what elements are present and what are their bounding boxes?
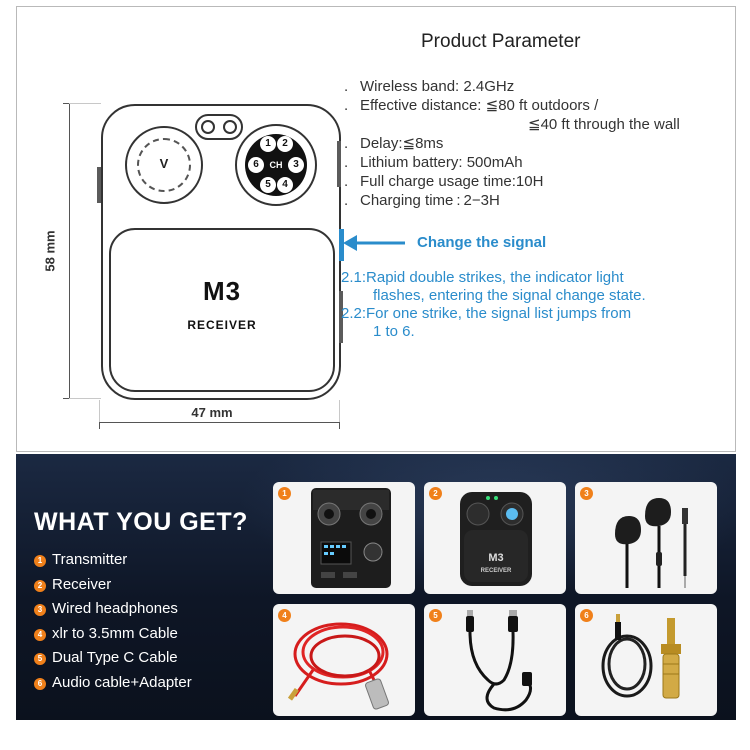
- guide-line: [99, 400, 100, 422]
- tile-badge: 2: [429, 487, 442, 500]
- parameter-item: .Delay:≦8ms: [344, 135, 444, 152]
- guide-line: [69, 398, 101, 399]
- parameter-item: .Lithium battery: 500mAh: [344, 154, 523, 171]
- channel-number: 1: [260, 136, 276, 152]
- tile-audio-adapter: 6: [575, 604, 717, 716]
- receiver-face: M3 RECEIVER: [109, 228, 335, 392]
- signal-steps: 2.1:Rapid double strikes, the indicator …: [341, 269, 646, 341]
- tile-transmitter: 1: [273, 482, 415, 594]
- model-label: M3: [202, 276, 242, 306]
- tile-badge: 6: [580, 609, 593, 622]
- parameter-item: .Charging time : 2−3H: [344, 192, 500, 209]
- width-dimension-label: 47 mm: [172, 405, 252, 420]
- tile-badge: 3: [580, 487, 593, 500]
- transmitter-icon: [311, 488, 391, 588]
- width-dimension-tick: [339, 416, 340, 429]
- channel-number: 4: [277, 177, 293, 193]
- tile-receiver-label: M3: [488, 552, 504, 564]
- model-subtitle: RECEIVER: [187, 318, 257, 332]
- channel-center-label: CH: [269, 160, 283, 170]
- tile-receiver: 2 M3 RECEIVER: [424, 482, 566, 594]
- side-button: [339, 291, 343, 343]
- guide-line: [339, 400, 340, 422]
- package-title: WHAT YOU GET?: [34, 508, 248, 536]
- channel-number: 3: [288, 157, 304, 173]
- receiver-device-drawing: V 1 2 3 4 5 6 CH M3 RECEIVER: [101, 104, 341, 400]
- channel-number: 6: [248, 157, 264, 173]
- product-parameter-panel: 58 mm 47 mm V 1 2 3 4 5 6 CH M3: [16, 6, 736, 452]
- parameter-item: .Full charge usage time:10H: [344, 173, 544, 190]
- height-dimension-label: 58 mm: [42, 230, 58, 272]
- width-dimension-line: [99, 422, 339, 423]
- guide-line: [69, 103, 101, 104]
- arrow-left-icon: [343, 235, 405, 251]
- tile-headphones: 3: [575, 482, 717, 594]
- parameter-item: .Effective distance: ≦80 ft outdoors /≦4…: [344, 97, 680, 133]
- receiver-icon: [460, 492, 532, 586]
- channel-dial: 1 2 3 4 5 6 CH: [235, 124, 317, 206]
- parameter-item: .Wireless band: 2.4GHz: [344, 78, 515, 95]
- page-title: Product Parameter: [421, 31, 581, 52]
- volume-knob-letter: V: [159, 156, 169, 171]
- parameter-list: .Wireless band: 2.4GHz .Effective distan…: [344, 77, 680, 210]
- volume-knob: V: [125, 126, 203, 204]
- headphones-icon: [615, 498, 688, 588]
- tile-receiver-sub: RECEIVER: [480, 568, 512, 574]
- tile-badge: 5: [429, 609, 442, 622]
- indicator-slot: [195, 114, 243, 140]
- side-button: [97, 167, 101, 203]
- signal-step: 2.2:For one strike, the signal list jump…: [341, 305, 632, 340]
- xlr-cable-icon: [287, 622, 389, 710]
- channel-number: 2: [277, 136, 293, 152]
- tile-type-c-cable: 5: [424, 604, 566, 716]
- signal-title: Change the signal: [417, 234, 547, 251]
- signal-button: [339, 229, 344, 261]
- tile-badge: 1: [278, 487, 291, 500]
- side-button: [337, 141, 341, 187]
- height-dimension-line: [69, 103, 70, 399]
- width-dimension-tick: [99, 416, 100, 429]
- audio-adapter-icon: [601, 614, 681, 699]
- tile-badge: 4: [278, 609, 291, 622]
- signal-step: 2.1:Rapid double strikes, the indicator …: [341, 269, 646, 304]
- tile-xlr-cable: 4: [273, 604, 415, 716]
- channel-number: 5: [260, 177, 276, 193]
- type-c-cable-icon: [466, 610, 532, 712]
